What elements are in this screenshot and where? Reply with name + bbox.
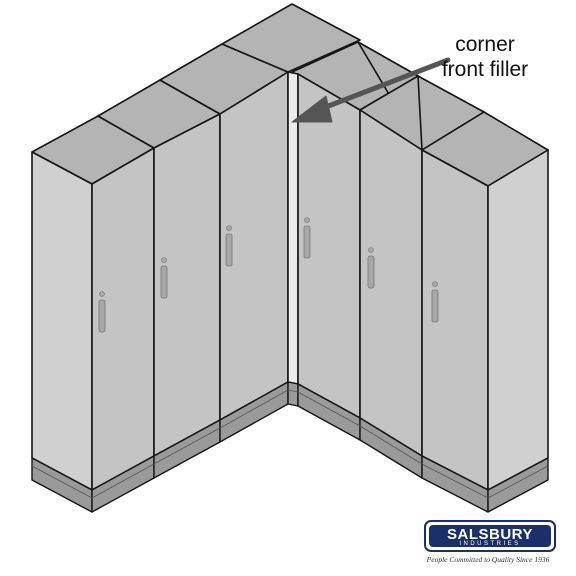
callout-line-1: corner <box>455 33 515 56</box>
logo-subtitle: INDUSTRIES <box>459 541 521 547</box>
base-band-lines <box>31 389 549 499</box>
base-plinth <box>31 381 549 513</box>
logo-badge: SALSBURY INDUSTRIES <box>429 525 551 547</box>
salsbury-logo: SALSBURY INDUSTRIES <box>424 520 556 552</box>
corner-front-filler-label: corner front filler <box>400 32 570 82</box>
callout-arrow <box>291 57 451 123</box>
handle-dots <box>99 217 438 297</box>
callout-line-2: front filler <box>441 58 529 81</box>
handle-icon-l2 <box>160 265 168 299</box>
arrowhead-icon <box>291 95 333 123</box>
right-wing-lockers <box>297 73 549 491</box>
handle-icon-r3 <box>431 289 439 323</box>
handle-icon-l3 <box>225 233 233 267</box>
locker-handles <box>98 225 439 333</box>
left-end-side <box>31 151 93 491</box>
top-corner <box>221 3 361 73</box>
logo-tagline: People Committed to Quality Since 1936 <box>426 555 550 564</box>
base-right-end <box>487 457 549 513</box>
left-wing-lockers <box>31 71 289 491</box>
right-end-side <box>487 149 549 491</box>
handle-icon-r1 <box>303 225 311 259</box>
handle-icon-r2 <box>367 255 375 289</box>
base-filler <box>287 381 299 407</box>
handle-icon-l1 <box>98 299 106 333</box>
logo-name: SALSBURY <box>447 526 533 543</box>
